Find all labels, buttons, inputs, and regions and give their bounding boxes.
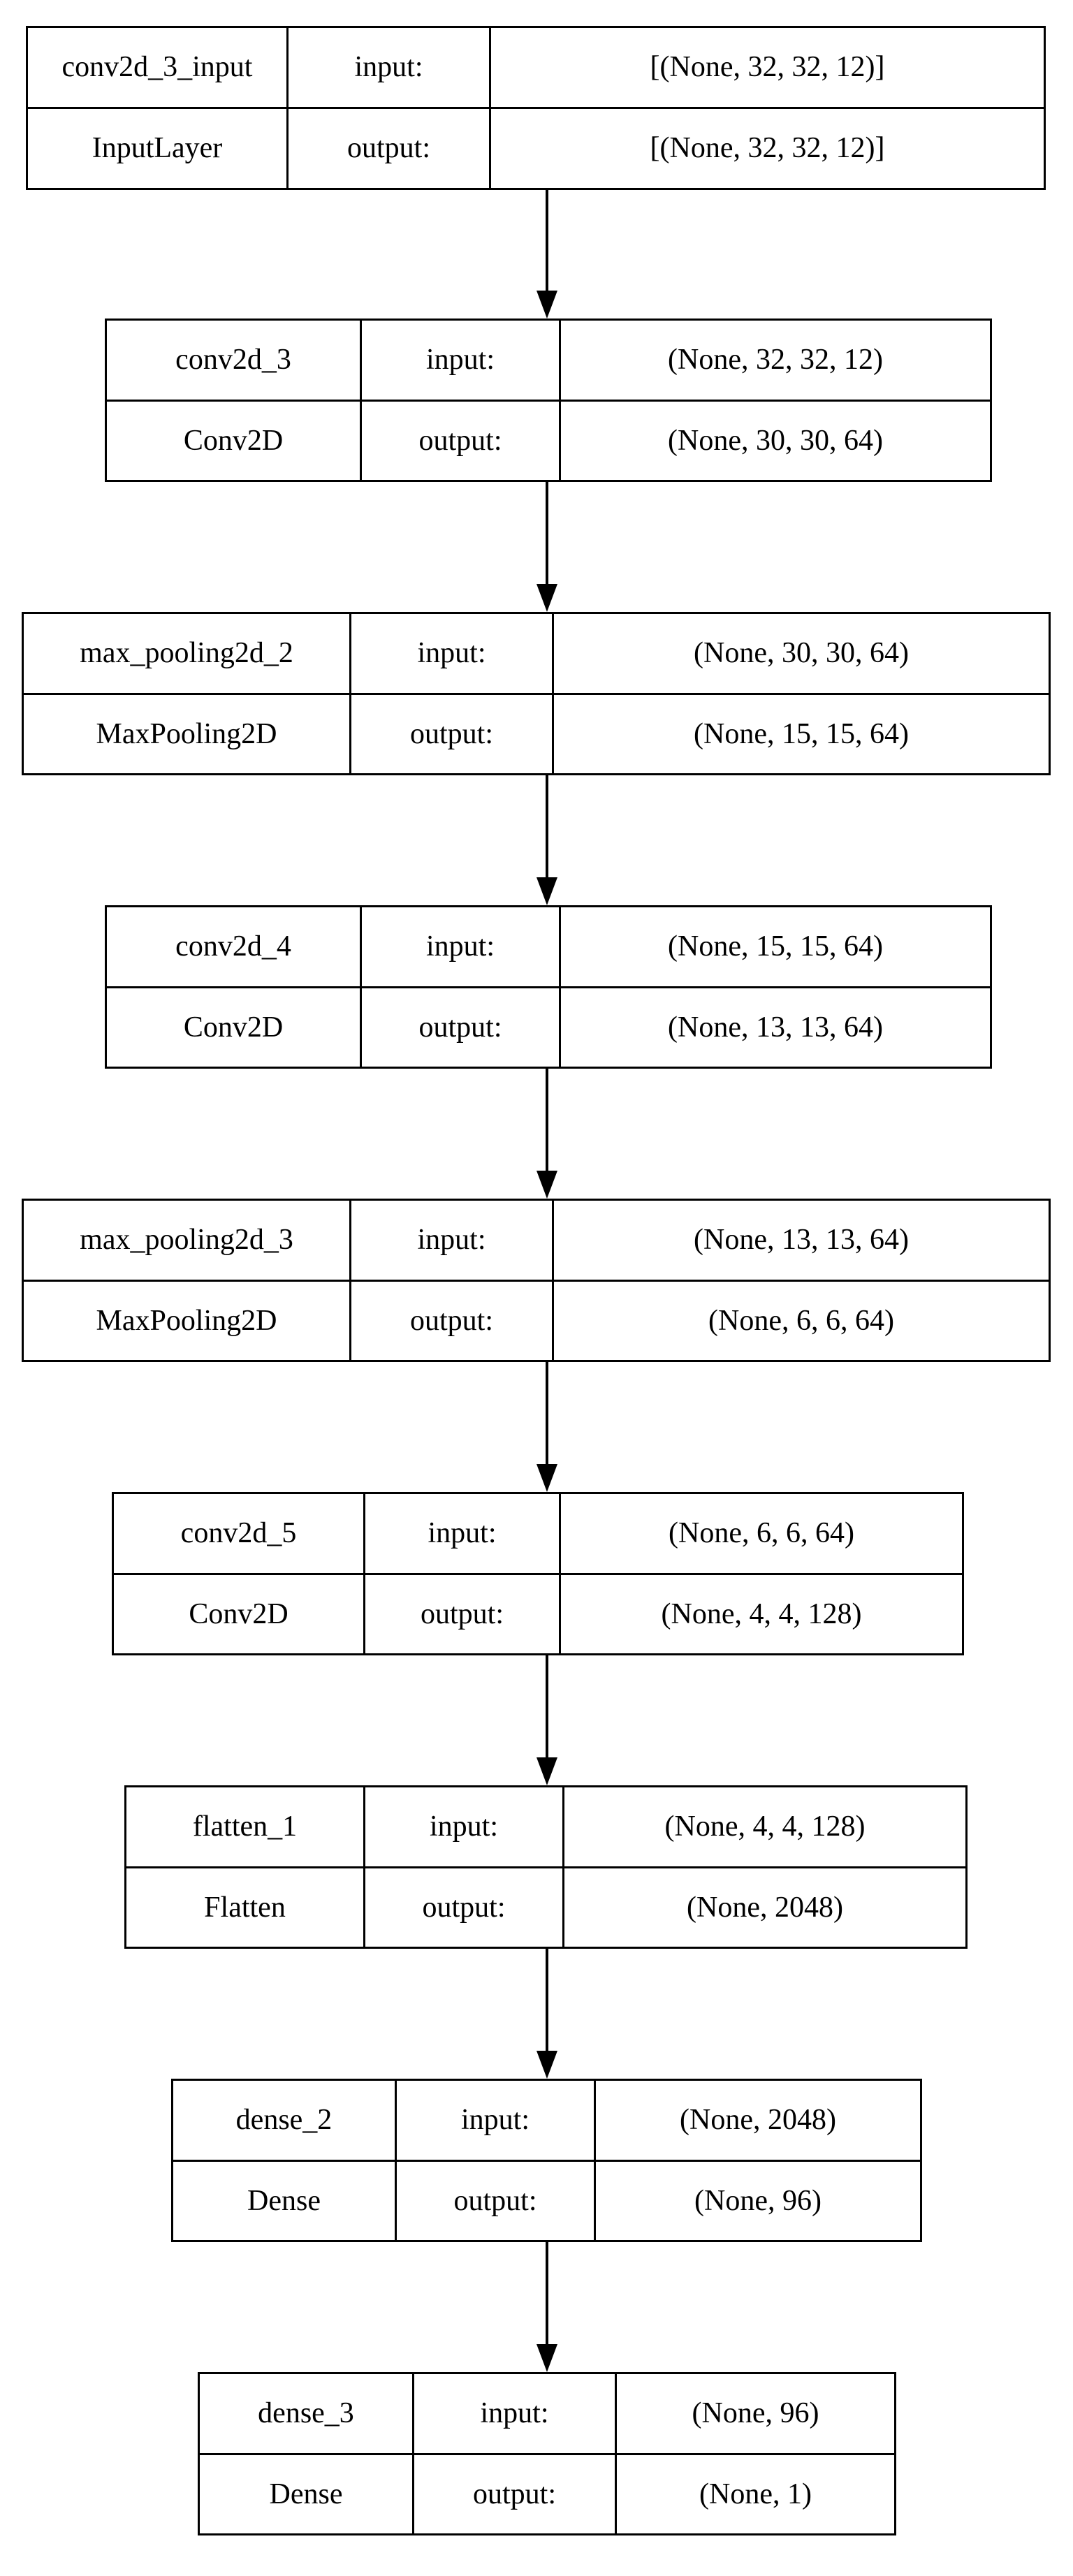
arrow-head-icon xyxy=(536,1757,557,1785)
layer-name: dense_3 xyxy=(200,2374,414,2453)
input-shape-value: (None, 96) xyxy=(692,2397,819,2430)
layer-name: dense_2 xyxy=(173,2081,397,2160)
output-label: output: xyxy=(351,694,554,773)
arrow-stem xyxy=(546,1949,548,2052)
arrow-stem xyxy=(546,1069,548,1172)
output-label: output: xyxy=(365,1868,564,1947)
arrow-head-icon xyxy=(536,877,557,905)
output-shape-value: (None, 1) xyxy=(699,2478,812,2510)
arrow-head-icon xyxy=(536,2344,557,2372)
input-label: input: xyxy=(414,2374,617,2453)
output-shape-value: (None, 30, 30, 64) xyxy=(668,424,883,457)
layer-name: conv2d_3_input xyxy=(28,28,289,107)
input-label: input: xyxy=(351,1201,554,1280)
arrow-stem xyxy=(546,482,548,585)
layer-class-name: Conv2D xyxy=(107,988,362,1067)
output-shape-value: (None, 4, 4, 128) xyxy=(661,1597,862,1630)
output-label: output: xyxy=(362,401,561,480)
layer-name: flatten_1 xyxy=(126,1787,365,1866)
arrow-head-icon xyxy=(536,584,557,612)
arrow-stem xyxy=(546,190,548,292)
layer-class-name: Dense xyxy=(173,2161,397,2240)
layer-class-name: InputLayer xyxy=(28,109,289,188)
arrow-stem xyxy=(546,2242,548,2346)
layer-class-name: MaxPooling2D xyxy=(24,1281,351,1360)
input-shape-value: (None, 30, 30, 64) xyxy=(694,637,909,670)
arrow-head-icon xyxy=(536,291,557,319)
output-label: output: xyxy=(351,1281,554,1360)
input-label: input: xyxy=(289,28,491,107)
input-shape-value: (None, 13, 13, 64) xyxy=(694,1224,909,1257)
input-shape-value: (None, 15, 15, 64) xyxy=(668,930,883,963)
layer-class-name: Conv2D xyxy=(114,1574,365,1653)
output-shape-value: (None, 15, 15, 64) xyxy=(694,717,909,750)
arrow-stem xyxy=(546,1655,548,1759)
arrow-head-icon xyxy=(536,1464,557,1492)
input-shape-value: [(None, 32, 32, 12)] xyxy=(650,51,885,84)
output-label: output: xyxy=(397,2161,596,2240)
output-label: output: xyxy=(362,988,561,1067)
arrow-head-icon xyxy=(536,1171,557,1199)
output-label: output: xyxy=(414,2454,617,2533)
layer-name: max_pooling2d_2 xyxy=(24,614,351,693)
input-label: input: xyxy=(362,321,561,400)
layer-class-name: Flatten xyxy=(126,1868,365,1947)
layer-class-name: MaxPooling2D xyxy=(24,694,351,773)
output-shape-value: (None, 2048) xyxy=(687,1891,843,1924)
output-shape-value: (None, 96) xyxy=(694,2184,822,2217)
layer-class-name: Dense xyxy=(200,2454,414,2533)
output-label: output: xyxy=(289,109,491,188)
arrow-stem xyxy=(546,775,548,879)
input-shape-value: (None, 2048) xyxy=(680,2104,836,2137)
layer-class-name: Conv2D xyxy=(107,401,362,480)
arrow-head-icon xyxy=(536,2051,557,2079)
output-shape-value: [(None, 32, 32, 12)] xyxy=(650,132,885,165)
layer-name: conv2d_4 xyxy=(107,907,362,986)
output-label: output: xyxy=(365,1574,561,1653)
arrow-stem xyxy=(546,1362,548,1465)
layer-name: conv2d_5 xyxy=(114,1494,365,1573)
input-shape-value: (None, 32, 32, 12) xyxy=(668,344,883,376)
input-label: input: xyxy=(365,1494,561,1573)
input-label: input: xyxy=(351,614,554,693)
layer-name: max_pooling2d_3 xyxy=(24,1201,351,1280)
input-label: input: xyxy=(362,907,561,986)
layer-name: conv2d_3 xyxy=(107,321,362,400)
input-shape-value: (None, 4, 4, 128) xyxy=(664,1810,866,1843)
input-label: input: xyxy=(365,1787,564,1866)
input-shape-value: (None, 6, 6, 64) xyxy=(669,1517,854,1550)
output-shape-value: (None, 6, 6, 64) xyxy=(708,1304,894,1337)
output-shape-value: (None, 13, 13, 64) xyxy=(668,1011,883,1044)
input-label: input: xyxy=(397,2081,596,2160)
